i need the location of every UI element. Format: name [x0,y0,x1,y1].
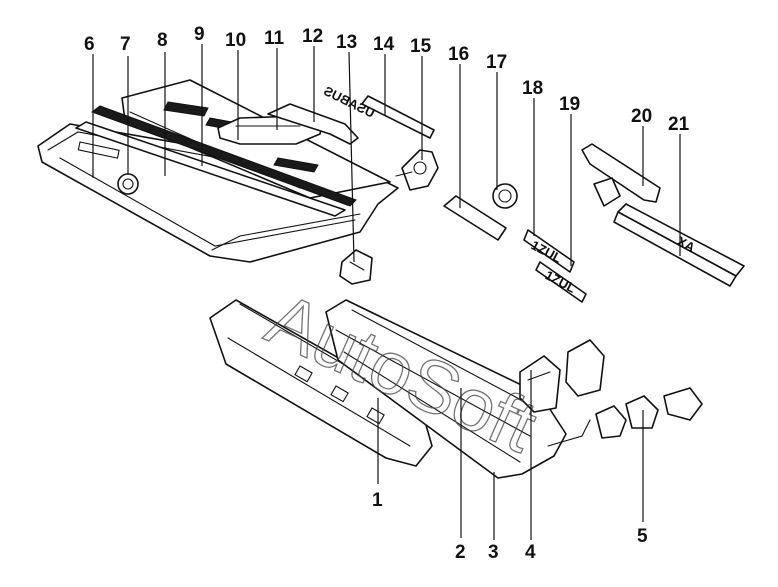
callout-8: 8 [157,30,168,51]
plate-21: XA [613,203,745,287]
bumper-2 [325,299,567,479]
callout-10: 10 [225,30,246,51]
badge-18-text: 1ZUL [529,237,565,266]
lock-cylinder-15 [395,149,439,191]
trim-strip-8 [75,121,346,217]
callout-13: 13 [336,32,357,53]
badge-18: 1ZUL [523,229,575,273]
callout-21: 21 [668,114,690,135]
callout-5: 5 [637,526,648,547]
callout-4: 4 [525,542,536,563]
callout-15: 15 [410,36,432,57]
leader-lines [92,44,681,540]
callout-12: 12 [302,26,323,47]
callout-1: 1 [372,490,383,511]
callout-9: 9 [194,24,205,45]
callout-19: 19 [559,94,580,115]
callout-numbers: 6 7 8 9 10 11 12 13 14 15 16 17 18 19 20… [84,24,690,563]
callout-2: 2 [455,542,466,563]
callout-14: 14 [373,34,395,55]
callout-11: 11 [264,28,285,49]
callout-18: 18 [522,78,543,99]
callout-6: 6 [84,34,95,55]
lamp-5 [547,387,703,447]
callout-20: 20 [631,106,652,127]
callout-17: 17 [486,52,507,73]
badge-19-text: 1ZUL [543,267,579,296]
knob-7 [117,173,139,195]
grip-20 [581,143,661,207]
rear-beam-1 [209,299,433,467]
trim-strip-9 [90,105,357,207]
callout-7: 7 [120,34,131,55]
lamp-lens [565,339,605,397]
callout-16: 16 [448,44,469,65]
grommet-17 [492,183,518,209]
callout-3: 3 [488,542,499,563]
seal-12 [267,103,359,145]
tail-lamp-4 [519,355,561,413]
badge-19: 1ZUL [535,261,587,303]
latch-13 [339,249,373,285]
